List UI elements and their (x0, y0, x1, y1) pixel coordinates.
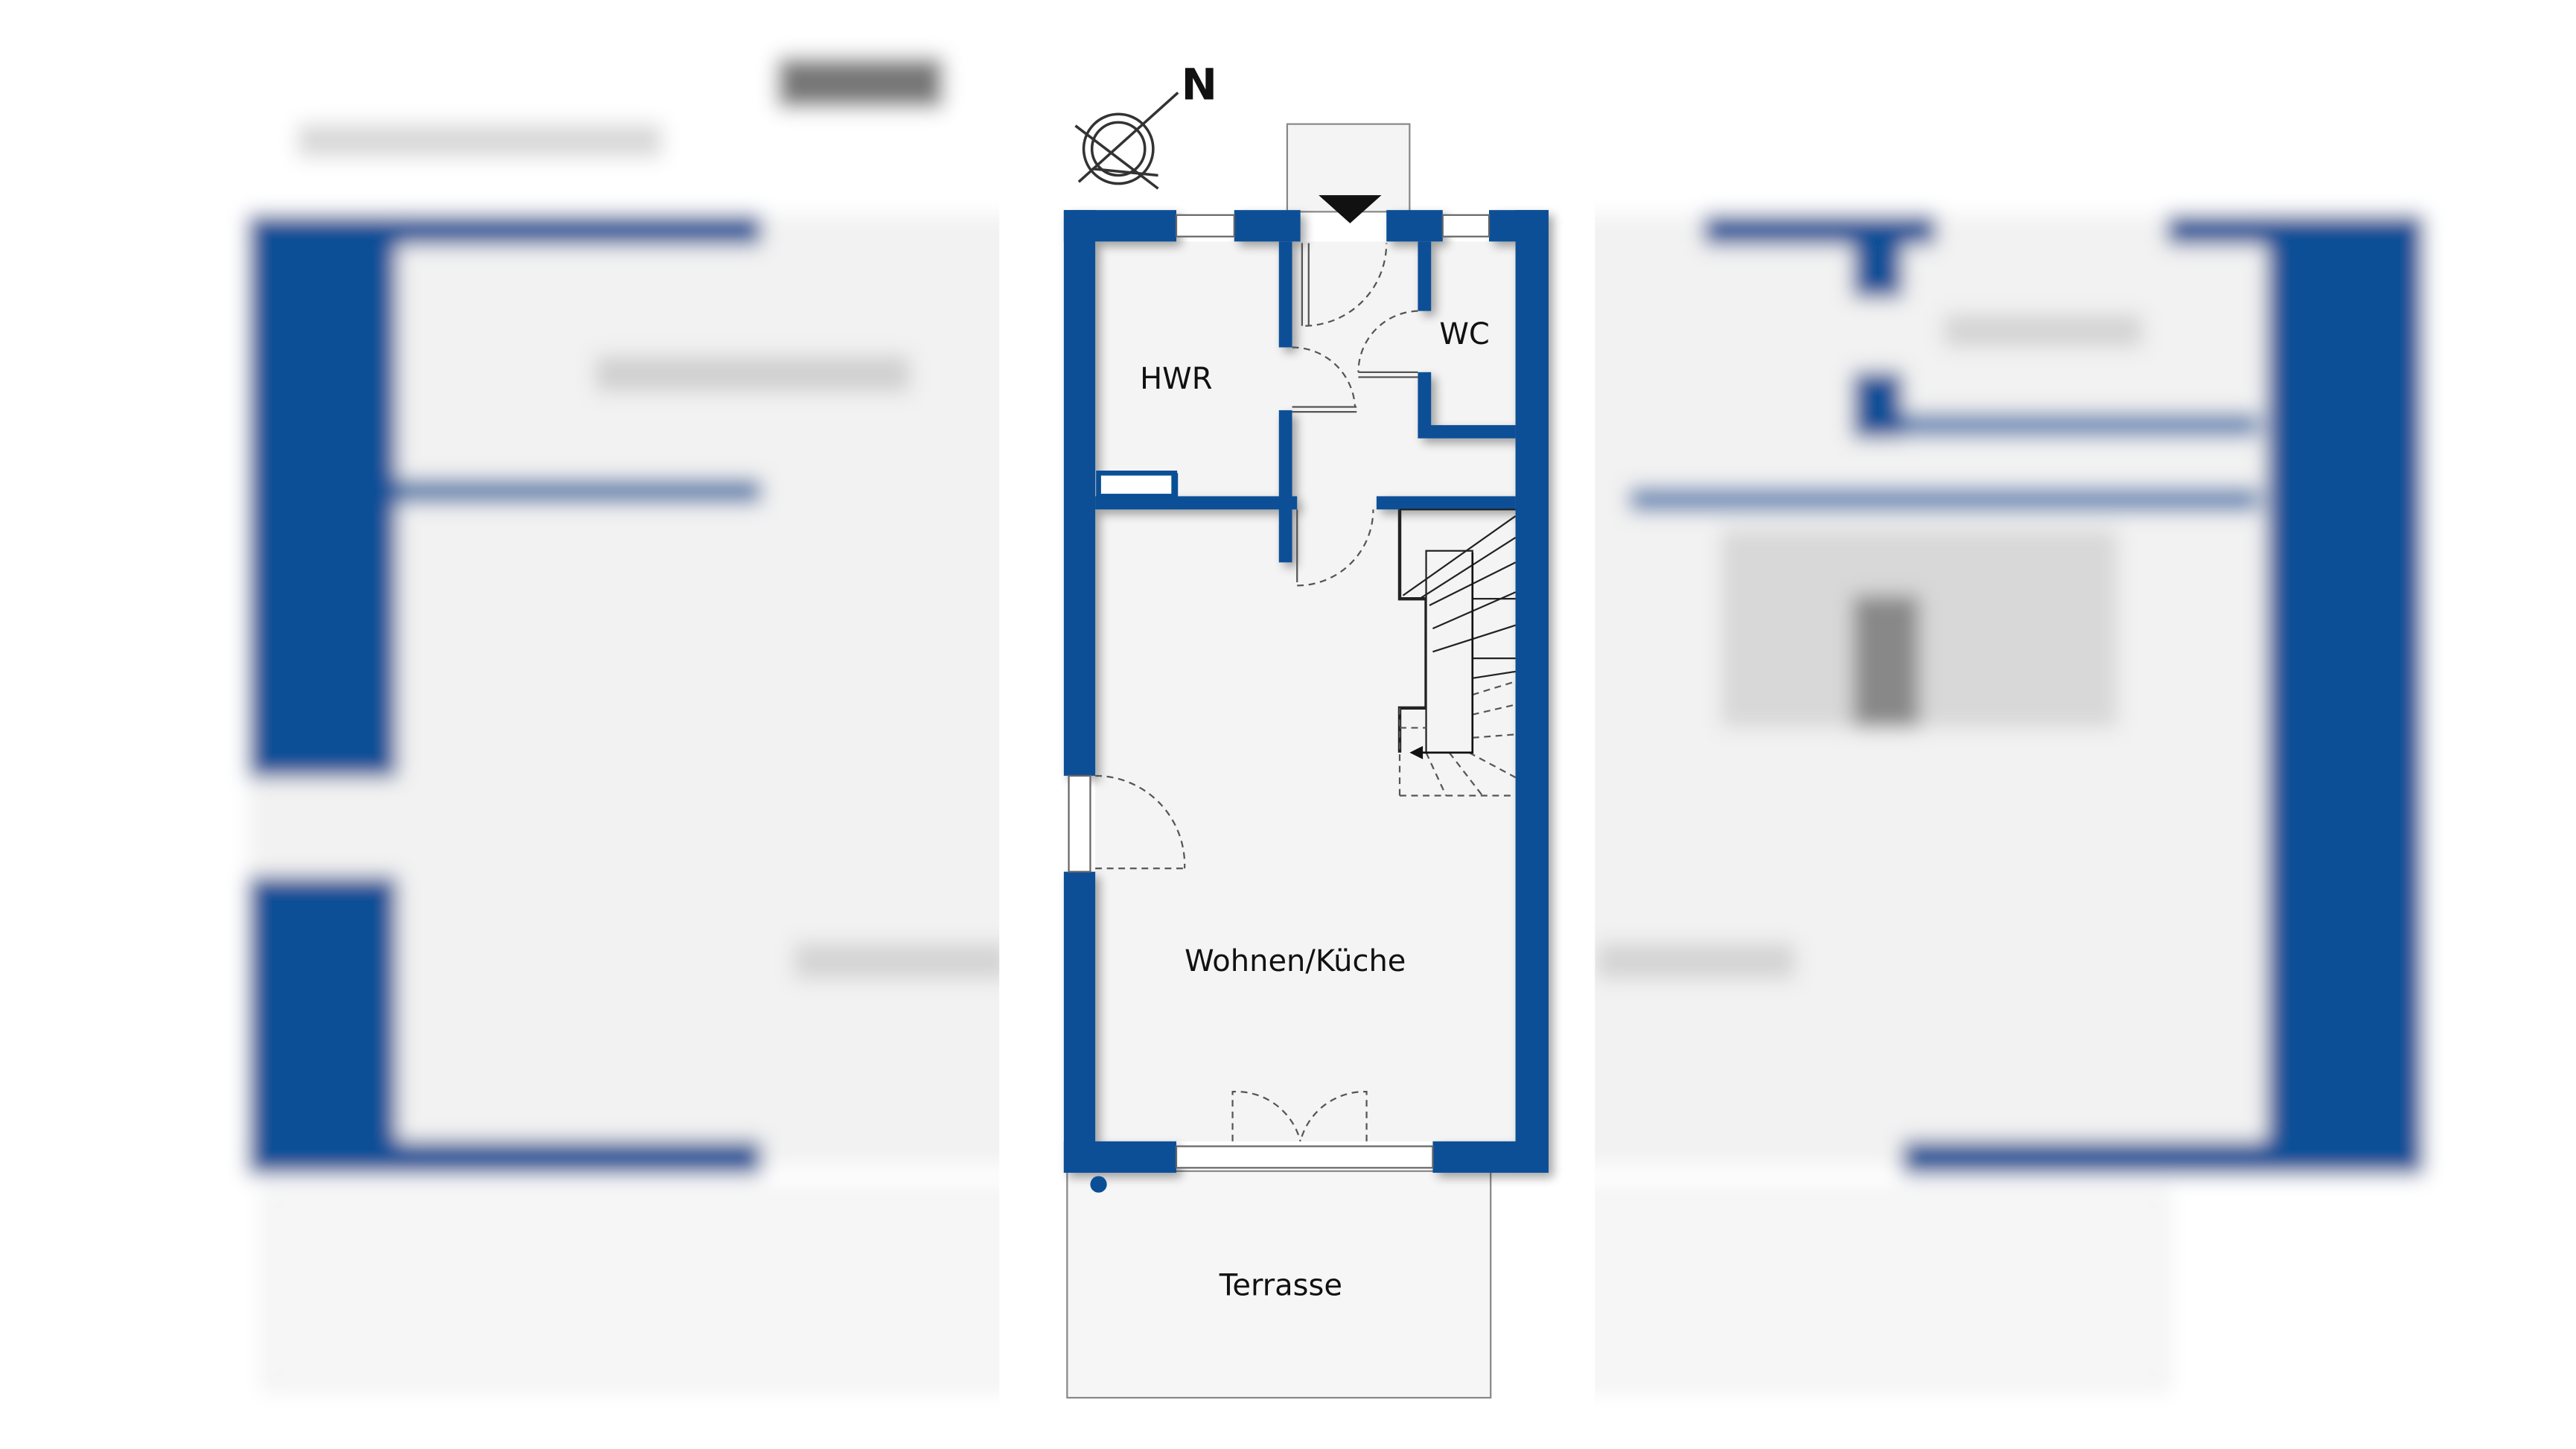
stair-direction-arrow-icon (1419, 552, 1474, 754)
windows (1068, 214, 1491, 1169)
room-label-wc: WC (1439, 317, 1489, 351)
walls (1063, 210, 1549, 1173)
terrace-area (1066, 1170, 1492, 1399)
room-label-terrasse: Terrasse (1219, 1268, 1342, 1302)
compass-north-icon (1074, 92, 1179, 190)
room-label-wohnen-kueche: Wohnen/Küche (1185, 944, 1406, 978)
hwr-counter (1096, 471, 1178, 499)
staircase (1397, 509, 1517, 797)
doors (1095, 243, 1418, 1142)
compass-label: N (1182, 59, 1217, 109)
entrance-arrow-icon (1319, 195, 1382, 223)
room-label-hwr: HWR (1140, 362, 1212, 396)
downpipe-icon (1090, 1176, 1107, 1193)
